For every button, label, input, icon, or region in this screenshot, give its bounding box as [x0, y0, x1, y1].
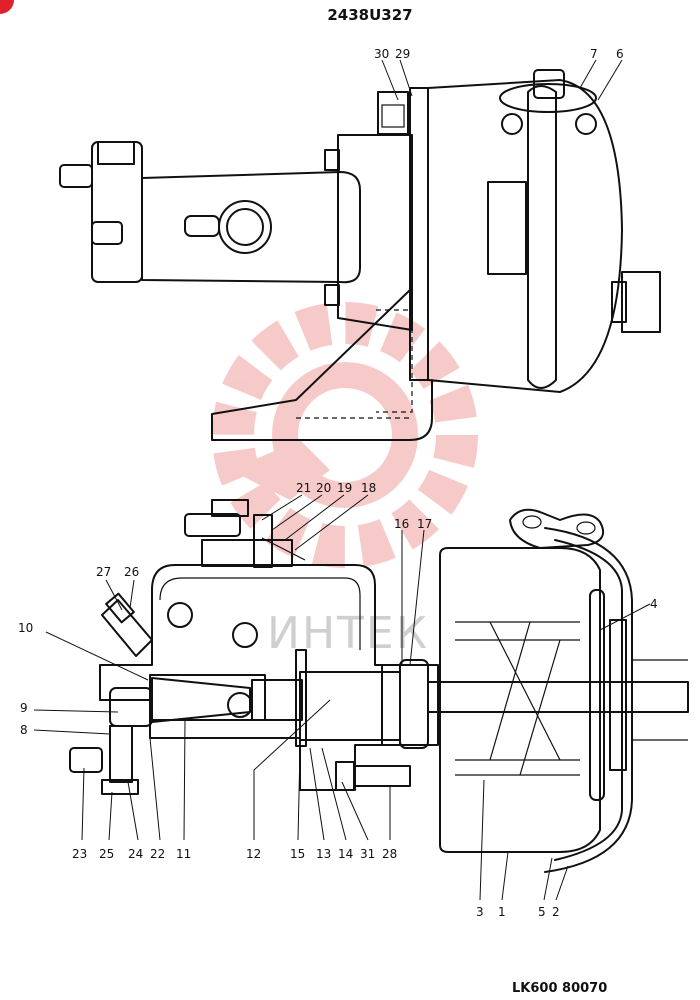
callout-7: 7 — [590, 47, 598, 61]
corner-mark — [0, 0, 14, 14]
callout-3: 3 — [476, 905, 484, 919]
callout-5: 5 — [538, 905, 546, 919]
watermark-text: ИНТЕК — [267, 608, 429, 659]
callout-22: 22 — [150, 847, 165, 861]
callout-27: 27 — [96, 565, 111, 579]
callout-20: 20 — [316, 481, 331, 495]
callout-13: 13 — [316, 847, 331, 861]
callout-2: 2 — [552, 905, 560, 919]
callout-10: 10 — [18, 621, 33, 635]
callout-25: 25 — [99, 847, 114, 861]
callout-26: 26 — [124, 565, 139, 579]
callout-4: 4 — [650, 597, 658, 611]
top-view — [59, 69, 661, 441]
callout-11: 11 — [176, 847, 191, 861]
section-view — [69, 499, 689, 873]
leader-lines — [33, 59, 651, 901]
callout-19: 19 — [337, 481, 352, 495]
callout-23: 23 — [72, 847, 87, 861]
callout-1: 1 — [498, 905, 506, 919]
callout-15: 15 — [290, 847, 305, 861]
callout-28: 28 — [382, 847, 397, 861]
callout-8: 8 — [20, 723, 28, 737]
callout-16: 16 — [394, 517, 409, 531]
callout-12: 12 — [246, 847, 261, 861]
callout-24: 24 — [128, 847, 143, 861]
callout-21: 21 — [296, 481, 311, 495]
callout-30: 30 — [374, 47, 389, 61]
callout-17: 17 — [417, 517, 432, 531]
callout-9: 9 — [20, 701, 28, 715]
callout-18: 18 — [361, 481, 376, 495]
callout-6: 6 — [616, 47, 624, 61]
callout-29: 29 — [395, 47, 410, 61]
callout-31: 31 — [360, 847, 375, 861]
drawing-title: 2438U327 — [327, 6, 412, 24]
drawing-footer-code: LK600 80070 — [512, 981, 607, 996]
callout-14: 14 — [338, 847, 353, 861]
watermark-gear-logo — [212, 302, 478, 568]
callout-labels: 30 29 7 6 21 20 19 18 16 17 4 27 26 10 9… — [18, 47, 658, 919]
